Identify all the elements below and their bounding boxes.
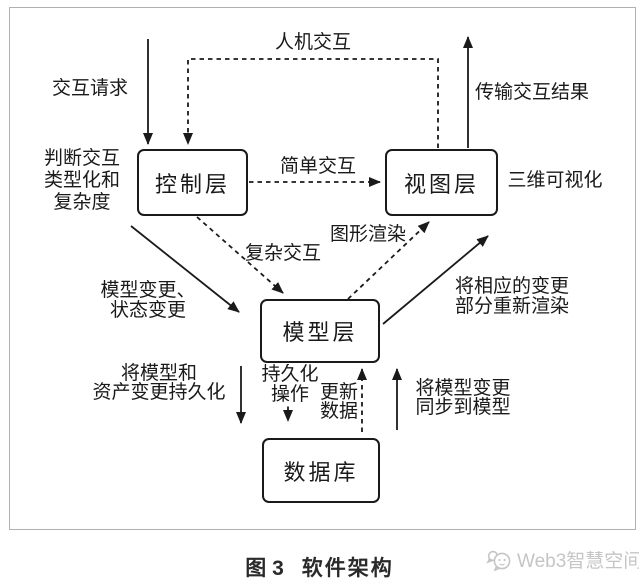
label-interaction-request: 交互请求 (51, 78, 128, 99)
figure-number: 图 3 (245, 557, 284, 580)
label-human-computer-interaction: 人机交互 (274, 32, 351, 53)
node-view-layer: 视图层 (385, 149, 498, 216)
figure-caption: 图 3 软件架构 (0, 552, 639, 582)
label-model-state-change: 模型变更、 状态变更 (100, 280, 196, 321)
label-rerender-changed: 将相应的变更 部分重新渲染 (454, 276, 569, 317)
label-graphics-rendering: 图形渲染 (329, 224, 406, 245)
watermark-text: Web3智慧空间 (517, 551, 639, 572)
figure-title: 软件架构 (301, 557, 394, 580)
label-three-d-visualization: 三维可视化 (507, 170, 603, 191)
watermark: Web3智慧空间 (486, 546, 639, 573)
label-persist-model-assets: 将模型和 资产变更持久化 (92, 363, 226, 403)
watermark-logo-icon (486, 550, 511, 571)
label-judge-interaction: 判断交互 类型化和 复杂度 (43, 148, 120, 213)
label-transmit-result: 传输交互结果 (474, 82, 589, 103)
label-complex-interaction: 复杂交互 (244, 243, 321, 264)
label-update-data: 更新 数据 (319, 382, 358, 422)
node-model-layer: 模型层 (260, 299, 380, 363)
label-persistence-operation: 持久化 操作 (257, 365, 323, 405)
label-simple-interaction: 简单交互 (279, 156, 356, 177)
label-sync-model-change: 将模型变更 同步到模型 (415, 378, 511, 418)
node-control-layer: 控制层 (137, 149, 248, 216)
node-database: 数据库 (262, 438, 380, 503)
